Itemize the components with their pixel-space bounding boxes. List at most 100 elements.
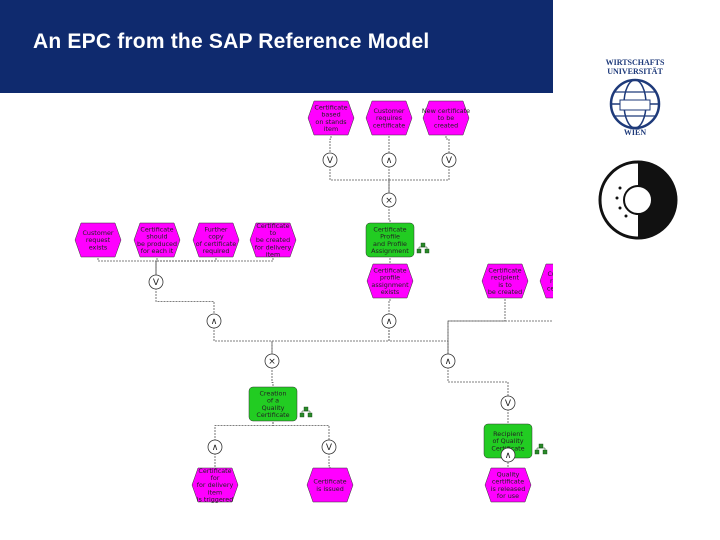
event-label-line: of certificate xyxy=(196,240,237,248)
system-icon xyxy=(299,406,313,418)
connector-circle xyxy=(207,439,223,455)
event-label-line: based xyxy=(321,111,340,119)
connector-symbol: V xyxy=(153,278,160,288)
epc-connector: V xyxy=(500,395,516,411)
event-label-line: profile xyxy=(380,274,400,282)
edge-line xyxy=(388,321,449,361)
event-label-line: to be xyxy=(438,114,455,122)
event-hexagon xyxy=(365,100,413,136)
edge-line xyxy=(447,361,509,403)
event-label-line: is released xyxy=(491,485,526,493)
epc-connector: ∧ xyxy=(440,353,456,369)
event-label-line: Certificate xyxy=(313,478,346,486)
event-hexagon xyxy=(306,467,354,503)
epc-connector: ∧ xyxy=(500,447,516,463)
epc-connector: V xyxy=(321,439,337,455)
connector-symbol: V xyxy=(505,399,512,409)
system-icon xyxy=(416,242,430,254)
function-label-line: Certificate xyxy=(373,225,406,233)
page-title: An EPC from the SAP Reference Model xyxy=(33,30,430,53)
event-hexagon xyxy=(133,222,181,258)
connector-symbol: ∧ xyxy=(505,451,512,461)
epc-connector: ∧ xyxy=(206,313,222,329)
event-label-line: to xyxy=(270,229,277,237)
event-label-line: exists xyxy=(89,243,108,251)
epc-connector: ∧ xyxy=(207,439,223,455)
event-label-line: assignment xyxy=(371,281,409,289)
event-label-line: Certificate xyxy=(314,103,347,111)
event-label-line: for use xyxy=(497,492,519,500)
event-label-line: requires xyxy=(376,114,403,122)
event-label-line: certificate xyxy=(492,478,524,486)
edge-line xyxy=(328,447,331,485)
wu-logo-line1: WIRTSCHAFTS xyxy=(605,58,665,67)
event-hexagon xyxy=(191,467,239,503)
edge-line xyxy=(213,321,273,361)
connector-symbol: ∧ xyxy=(386,156,393,166)
epc-connector: ∧ xyxy=(381,313,397,329)
wu-logo: WIRTSCHAFTS UNIVERSITÄT WIEN xyxy=(590,52,680,144)
function-label-line: Certificate xyxy=(256,411,289,419)
event-hexagon xyxy=(74,222,122,258)
epc-connector: V xyxy=(322,152,338,168)
event-label-line: certificate xyxy=(373,121,405,129)
event-label-line: Quality xyxy=(497,470,520,478)
epc-connector: ∧ xyxy=(381,152,397,168)
event-label-line: Further xyxy=(204,225,227,233)
event-label-line: for each it xyxy=(141,247,174,255)
event-hexagon xyxy=(249,222,297,258)
event-label-line: Certificate xyxy=(256,222,289,230)
event-label-line: is to xyxy=(498,281,512,289)
event-label-line: recipient xyxy=(491,274,520,282)
event-hexagon xyxy=(366,263,414,299)
event-label-line: New certificate xyxy=(422,107,470,115)
connector-symbol: ∧ xyxy=(211,317,218,327)
connector-symbol: ∧ xyxy=(386,317,393,327)
event-label-line: item xyxy=(208,488,222,496)
function-label-line: Profile xyxy=(380,233,400,241)
function-box xyxy=(365,222,415,258)
epc-connector: V xyxy=(441,152,457,168)
globe-icon xyxy=(609,78,661,130)
edge-line xyxy=(271,321,390,361)
function-label-line: Assignment xyxy=(371,247,409,255)
connector-circle xyxy=(440,353,456,369)
connector-symbol: V xyxy=(326,443,333,453)
event-label-line: exists xyxy=(381,288,400,296)
event-label-line: Customer xyxy=(547,270,553,278)
function-label-line: Quality xyxy=(262,404,285,412)
epc-connector: × xyxy=(264,353,280,369)
connector-symbol: × xyxy=(385,196,393,206)
event-label-line: created xyxy=(434,121,458,129)
connector-circle xyxy=(441,152,457,168)
event-label-line: required xyxy=(203,247,230,255)
event-label-line: for delivery xyxy=(197,481,234,489)
event-hexagon xyxy=(481,263,529,299)
wu-logo-line2: UNIVERSITÄT xyxy=(607,67,663,76)
function-label-line: and Profile xyxy=(373,240,407,248)
connector-circle xyxy=(381,192,397,208)
event-label-line: be produced xyxy=(137,240,177,248)
event-label-line: be created xyxy=(256,236,290,244)
connector-circle xyxy=(148,274,164,290)
connector-circle xyxy=(381,152,397,168)
connector-symbol: ∧ xyxy=(212,443,219,453)
event-label-line: is issued xyxy=(316,485,344,493)
event-label-line: requires xyxy=(550,277,553,285)
event-label-line: request xyxy=(86,236,111,244)
event-hexagon xyxy=(422,100,470,136)
event-label-line: Certificate xyxy=(488,266,521,274)
function-label-line: of a xyxy=(267,397,279,405)
